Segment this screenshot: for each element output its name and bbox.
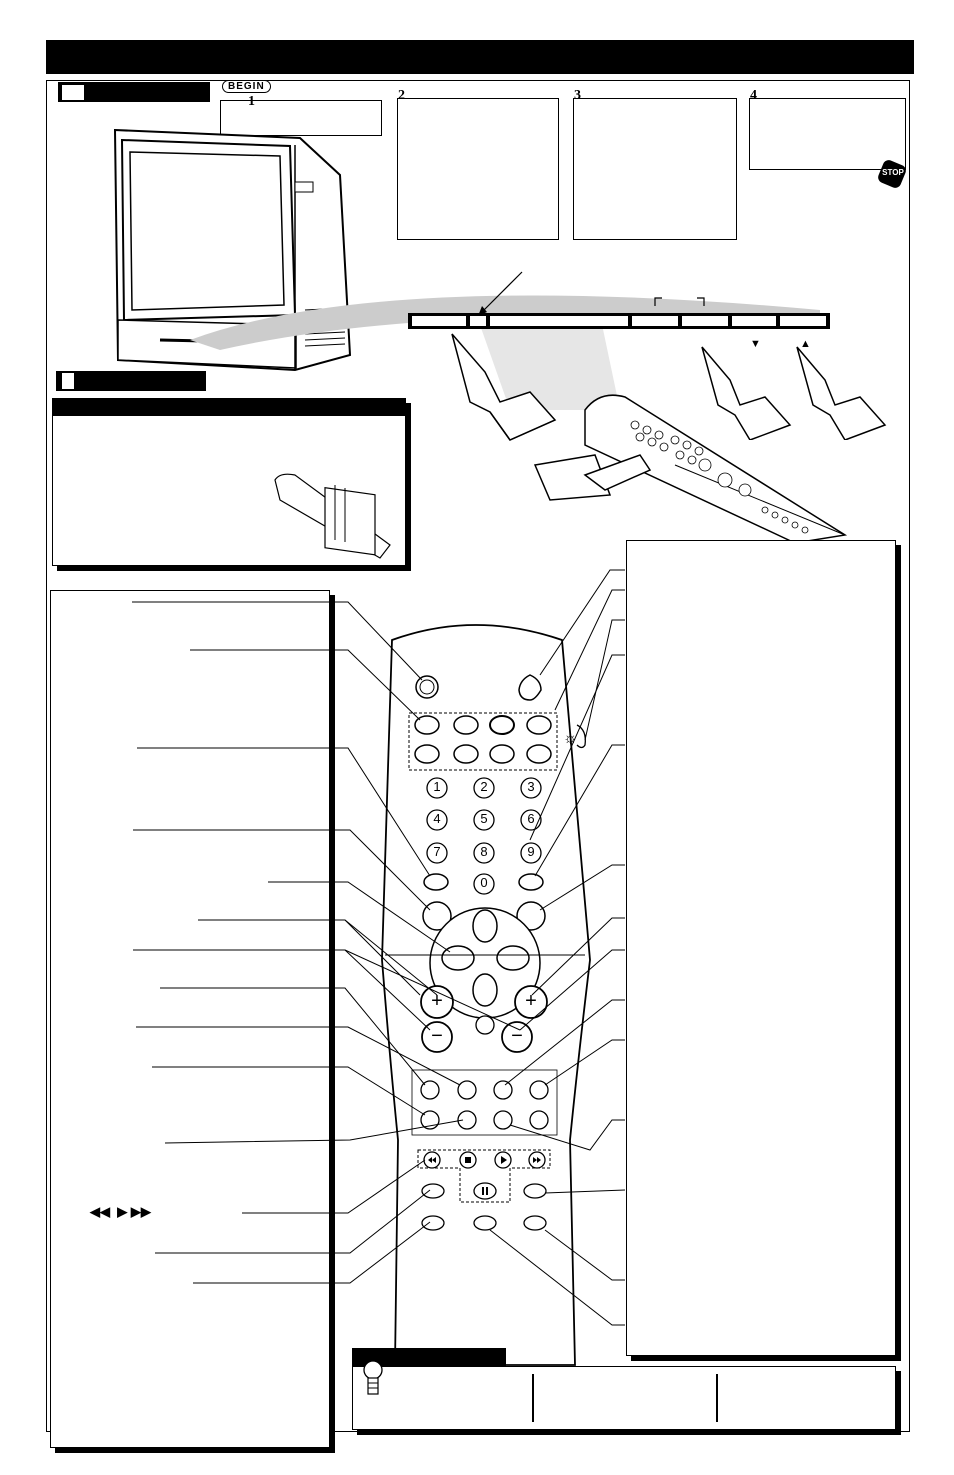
- remote-icon: [62, 373, 74, 389]
- tip-header: [352, 1348, 506, 1366]
- tip-divider: [532, 1374, 534, 1422]
- hand-pointer-icon: [796, 346, 887, 440]
- battery-section-header: [56, 371, 206, 391]
- hand-pointer-icon: [451, 333, 557, 441]
- vol-minus-label[interactable]: −: [431, 1025, 443, 1047]
- tip-box: [352, 1366, 896, 1430]
- vol-plus-label[interactable]: +: [431, 990, 443, 1012]
- menu-cell-3: [490, 316, 628, 326]
- step-4-box: [749, 98, 906, 170]
- remote-button-8[interactable]: 8: [480, 844, 488, 859]
- lightbulb-icon: [360, 1350, 386, 1395]
- tv-icon: [61, 84, 85, 101]
- remote-button-6[interactable]: 6: [527, 811, 535, 826]
- ch-minus-label[interactable]: −: [511, 1025, 523, 1047]
- battery-box-header: [52, 398, 406, 416]
- menu-swoosh: [190, 295, 820, 410]
- remote-button-1[interactable]: 1: [433, 779, 441, 794]
- remote-button-9[interactable]: 9: [527, 844, 535, 859]
- begin-badge: BEGIN: [222, 80, 271, 93]
- page-frame: [46, 80, 910, 1432]
- tip-divider: [716, 1374, 718, 1422]
- page-title-bar: [46, 40, 914, 74]
- remote-button-5[interactable]: 5: [480, 811, 488, 826]
- remote-button-0[interactable]: 0: [480, 875, 488, 890]
- step-3-number: 3: [574, 88, 581, 103]
- sun-icon: ☼: [563, 730, 578, 747]
- menu-cell-5: [682, 316, 728, 326]
- left-callout-panel: [50, 590, 330, 1448]
- remote-button-4[interactable]: 4: [433, 811, 441, 826]
- right-callout-panel: [626, 540, 896, 1356]
- step-2-number: 2: [398, 88, 405, 103]
- step-1-number: 1: [248, 94, 255, 109]
- menu-bracket: [478, 271, 705, 316]
- remote-illustration-small: [533, 394, 848, 544]
- remote-button-7[interactable]: 7: [433, 844, 441, 859]
- transport-labels: ◀◀ ▶ ▶▶: [90, 1204, 151, 1219]
- step-2-box: [397, 98, 559, 240]
- stop-sign-label: STOP: [882, 168, 904, 177]
- menu-cell-2: [470, 316, 486, 326]
- remote-diagram: [132, 569, 626, 1366]
- battery-compartment-illustration: [274, 473, 391, 559]
- down-arrow-icon: ▼: [750, 338, 761, 350]
- menu-cell-6: [732, 316, 776, 326]
- tv-section-header: [58, 82, 210, 102]
- menu-cell-1: [412, 316, 466, 326]
- step-4-number: 4: [750, 88, 757, 103]
- step-3-box: [573, 98, 737, 240]
- hand-pointer-icon: [701, 346, 792, 440]
- ch-plus-label[interactable]: +: [525, 990, 537, 1012]
- menu-cell-7: [780, 316, 826, 326]
- remote-button-3[interactable]: 3: [527, 779, 535, 794]
- remote-button-2[interactable]: 2: [480, 779, 488, 794]
- menu-cell-4: [632, 316, 678, 326]
- step-1-box: [220, 100, 382, 136]
- up-arrow-icon: ▲: [800, 338, 811, 350]
